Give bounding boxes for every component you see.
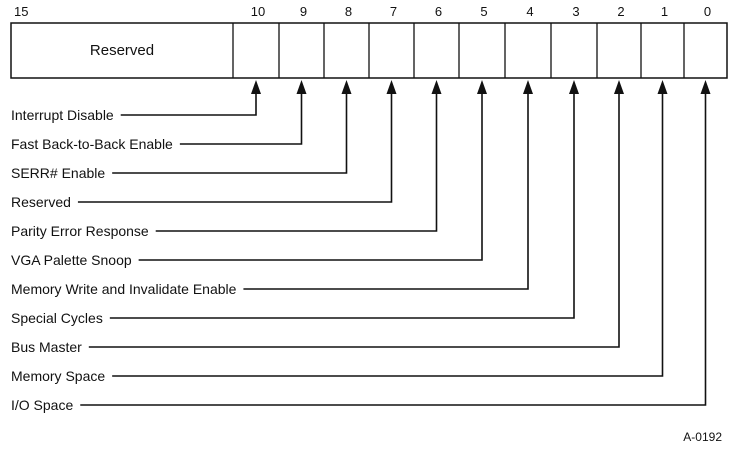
arrowhead	[251, 80, 261, 94]
bit-label-15: 15	[14, 4, 28, 19]
field-label: Parity Error Response	[11, 223, 149, 239]
field-label: I/O Space	[11, 397, 73, 413]
bit-number-label: 1	[661, 4, 668, 19]
leader-line	[80, 88, 707, 406]
leader-line	[112, 88, 664, 377]
arrowhead	[657, 80, 668, 94]
field-label: Memory Space	[11, 368, 105, 384]
bit-number-label: 5	[480, 4, 487, 19]
field-label: Reserved	[11, 194, 71, 210]
bit-number-label: 8	[345, 4, 352, 19]
bit-number-label: 4	[526, 4, 533, 19]
field-label: Special Cycles	[11, 310, 103, 326]
leader-line	[112, 88, 348, 174]
arrowhead	[386, 80, 397, 94]
leader-line	[155, 88, 438, 232]
arrowhead	[341, 80, 352, 94]
leader-line	[120, 88, 257, 116]
bit-number-label: 9	[300, 4, 307, 19]
bit-number-label: 2	[617, 4, 624, 19]
bit-dividers	[232, 23, 685, 78]
arrowhead	[569, 80, 579, 94]
leader-line	[179, 88, 303, 145]
figure-id: A-0192	[683, 430, 722, 444]
leader-line	[138, 88, 483, 261]
bit-number-label: 10	[251, 4, 265, 19]
leader-line	[109, 88, 575, 319]
field-label: Memory Write and Invalidate Enable	[11, 281, 237, 297]
arrowhead	[700, 80, 711, 94]
leader-line	[88, 88, 620, 348]
arrowhead	[523, 80, 533, 94]
field-label: VGA Palette Snoop	[11, 252, 132, 268]
bit-number-label: 7	[390, 4, 397, 19]
arrowhead	[431, 80, 442, 94]
bit-number-label: 3	[572, 4, 579, 19]
field-label: Fast Back-to-Back Enable	[11, 136, 173, 152]
bit-number-label: 6	[435, 4, 442, 19]
arrowhead	[296, 80, 307, 94]
field-label: Bus Master	[11, 339, 82, 355]
bit-number-label: 0	[704, 4, 711, 19]
reserved-field-label: Reserved	[90, 42, 154, 59]
arrowhead	[477, 80, 487, 94]
arrowhead	[614, 80, 624, 94]
leader-line	[243, 88, 529, 290]
field-label: Interrupt Disable	[11, 107, 114, 123]
leader-line	[77, 88, 393, 203]
field-label: SERR# Enable	[11, 165, 105, 181]
